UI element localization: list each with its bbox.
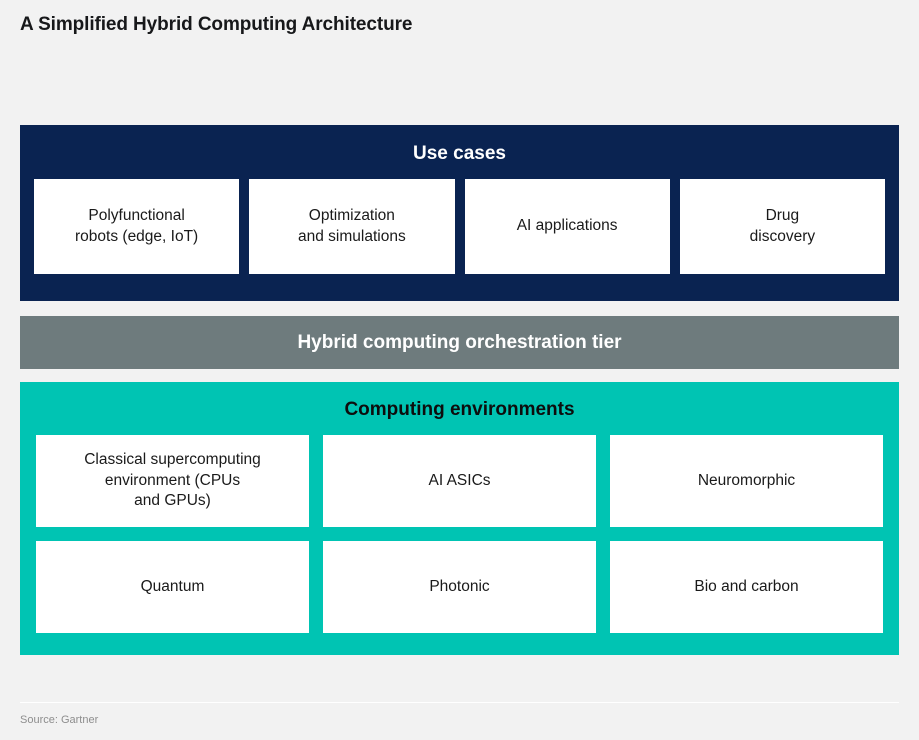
orchestration-tier-heading: Hybrid computing orchestration tier [297, 332, 622, 353]
page-title: A Simplified Hybrid Computing Architectu… [20, 14, 413, 35]
orchestration-tier-section: Hybrid computing orchestration tier [20, 316, 899, 369]
computing-environments-heading: Computing environments [344, 399, 575, 420]
computing-environment-card[interactable]: Photonic [323, 541, 596, 633]
use-case-card[interactable]: AI applications [464, 179, 670, 274]
computing-environments-section: Computing environments Classical superco… [20, 382, 899, 655]
computing-environment-card[interactable]: Quantum [36, 541, 309, 633]
computing-environment-card[interactable]: Neuromorphic [610, 435, 883, 527]
use-cases-heading: Use cases [413, 143, 506, 164]
computing-environment-card[interactable]: Bio and carbon [610, 541, 883, 633]
computing-environment-card[interactable]: AI ASICs [323, 435, 596, 527]
footer-divider [20, 702, 899, 703]
source-note: Source: Gartner [20, 714, 99, 726]
